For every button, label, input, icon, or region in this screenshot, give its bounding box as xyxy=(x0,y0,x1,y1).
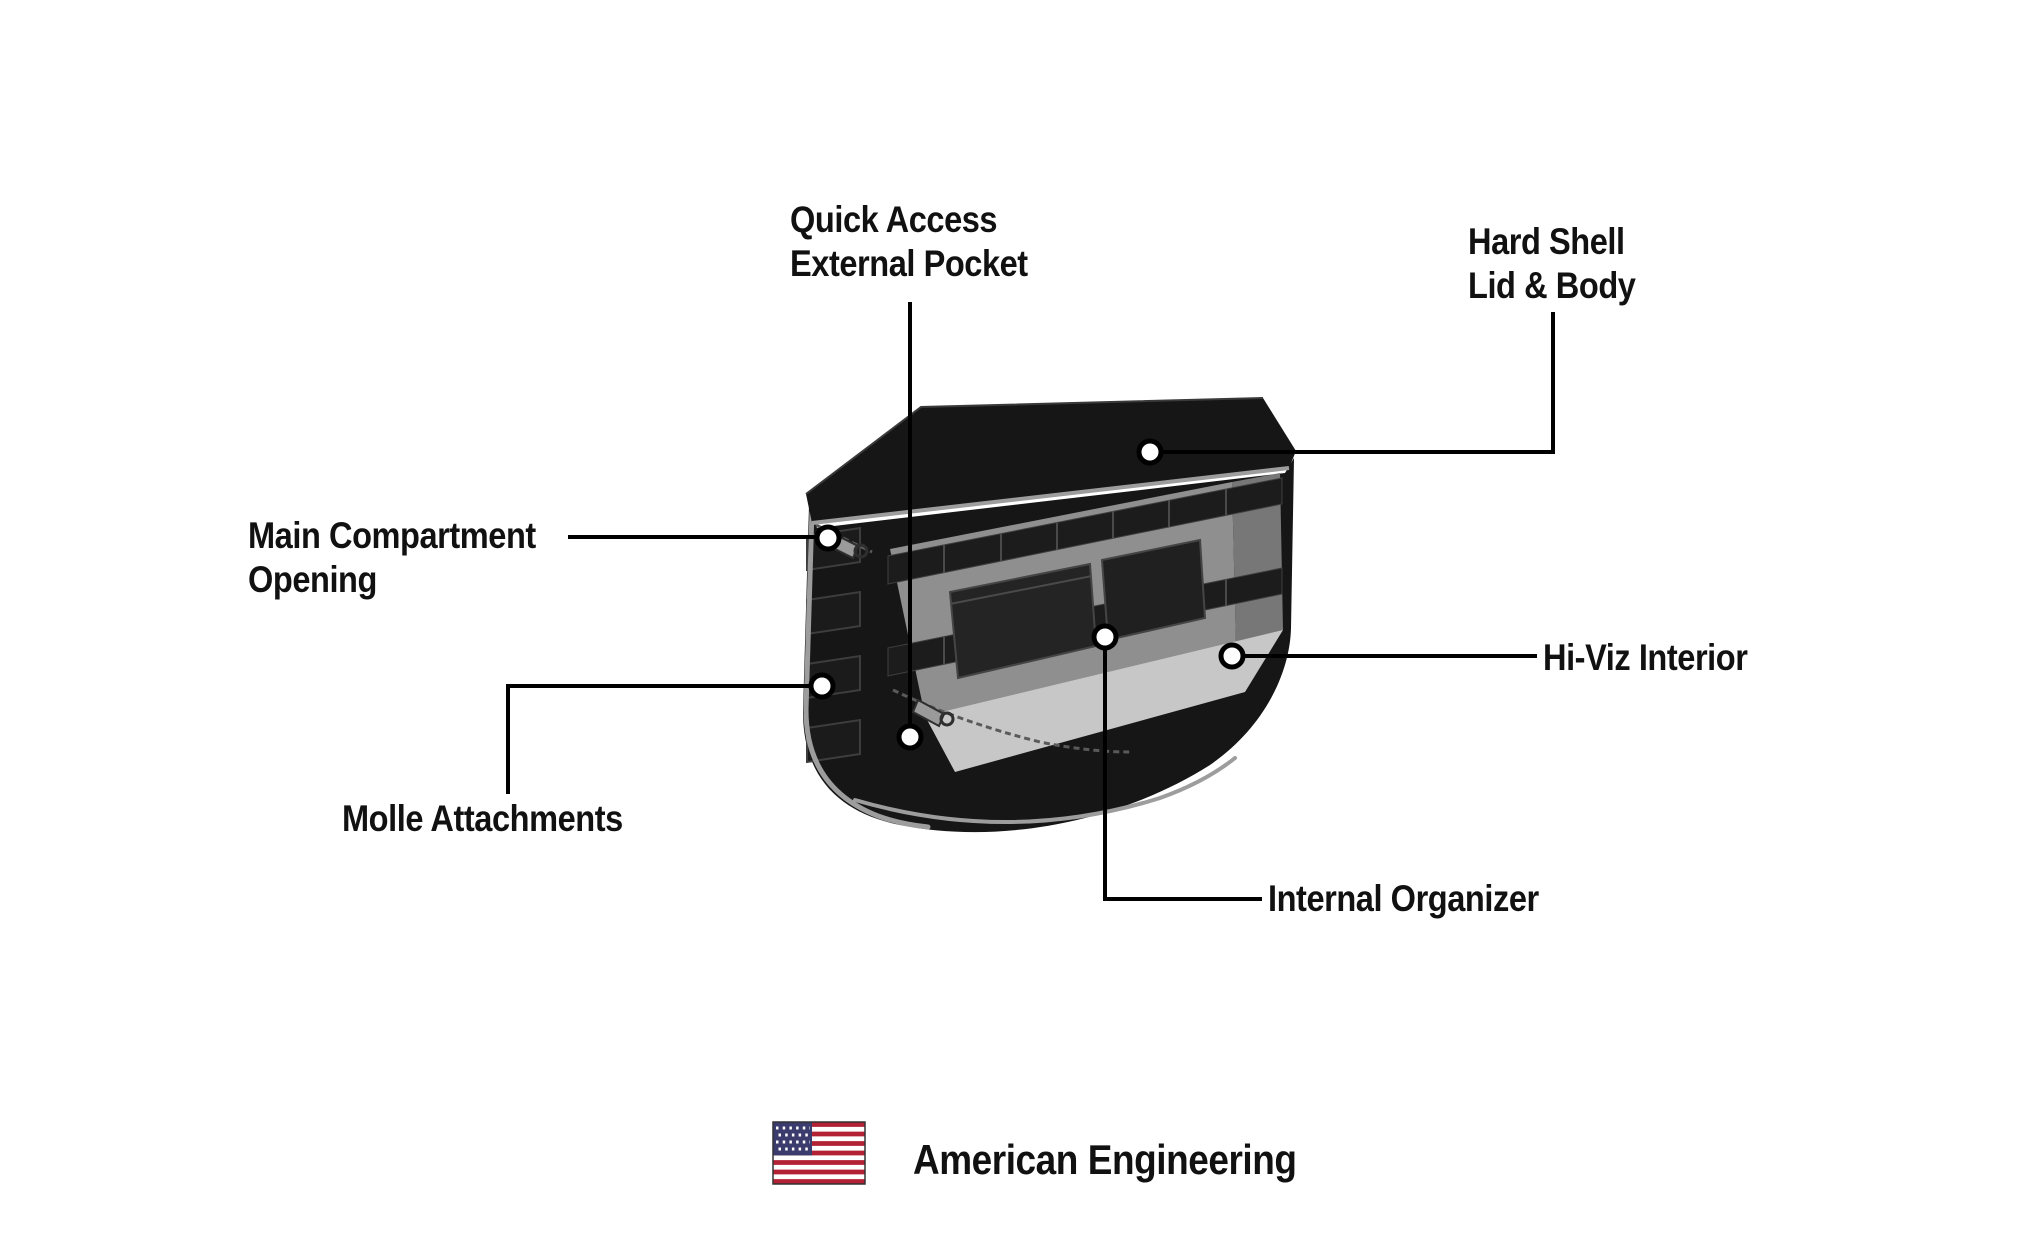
callout-dots xyxy=(808,438,1246,751)
label-main-compartment-line1: Main Compartment xyxy=(248,515,536,556)
interior-right-wall xyxy=(1232,473,1283,646)
organizer-pocket-left-flap xyxy=(949,575,1093,605)
label-hard-shell-line1: Hard Shell xyxy=(1468,221,1625,262)
label-internal-organizer-text: Internal Organizer xyxy=(1268,878,1539,919)
flag-stars xyxy=(776,1126,810,1151)
label-hard-shell-line2: Lid & Body xyxy=(1468,265,1636,307)
callout-dot-hi-viz xyxy=(1218,642,1246,670)
organizer-strap-upper-seams xyxy=(943,489,1227,573)
callout-dot-hard-shell xyxy=(1136,438,1164,466)
quick-access-zipper-ring xyxy=(939,711,955,727)
organizer-pocket-right xyxy=(1100,538,1207,642)
bag-lid-trim xyxy=(811,466,1290,525)
callout-dot-internal-organizer xyxy=(1091,623,1119,651)
label-hi-viz-interior: Hi-Viz Interior xyxy=(1543,636,1748,680)
label-molle-attachments: Molle Attachments xyxy=(342,797,623,841)
label-main-compartment-opening: Main Compartment Opening xyxy=(248,514,536,603)
label-quick-access-line2: External Pocket xyxy=(790,243,1028,285)
quick-access-zipper-pull xyxy=(911,698,946,728)
footer-american-engineering: American Engineering xyxy=(913,1136,1297,1183)
edge-piping-bottom xyxy=(853,756,1237,824)
label-hard-shell-lid-body: Hard Shell Lid & Body xyxy=(1468,220,1636,309)
callout-line-molle xyxy=(506,684,812,794)
callout-line-internal-organizer xyxy=(1103,645,1262,901)
callout-line-hard-shell xyxy=(1160,312,1555,454)
edge-piping-left xyxy=(803,507,931,830)
label-main-compartment-line2: Opening xyxy=(248,559,377,601)
label-hi-viz-text: Hi-Viz Interior xyxy=(1543,637,1748,678)
callout-dot-quick-access xyxy=(896,723,924,751)
label-quick-access-line1: Quick Access xyxy=(790,199,998,240)
saddlebag xyxy=(803,397,1296,833)
us-flag-icon xyxy=(772,1121,866,1185)
main-zipper-ring xyxy=(853,543,869,559)
bag-lid xyxy=(806,398,1296,523)
callout-dot-main-compartment xyxy=(814,524,842,552)
flag-border xyxy=(772,1121,866,1185)
organizer-strap-upper xyxy=(887,477,1283,585)
label-molle-text: Molle Attachments xyxy=(342,798,623,839)
bag-lid-top-edge xyxy=(805,397,1264,495)
label-internal-organizer: Internal Organizer xyxy=(1268,877,1539,921)
label-quick-access-external-pocket: Quick Access External Pocket xyxy=(790,198,1028,287)
callout-lines xyxy=(506,302,1555,901)
callout-dot-molle xyxy=(808,672,836,700)
